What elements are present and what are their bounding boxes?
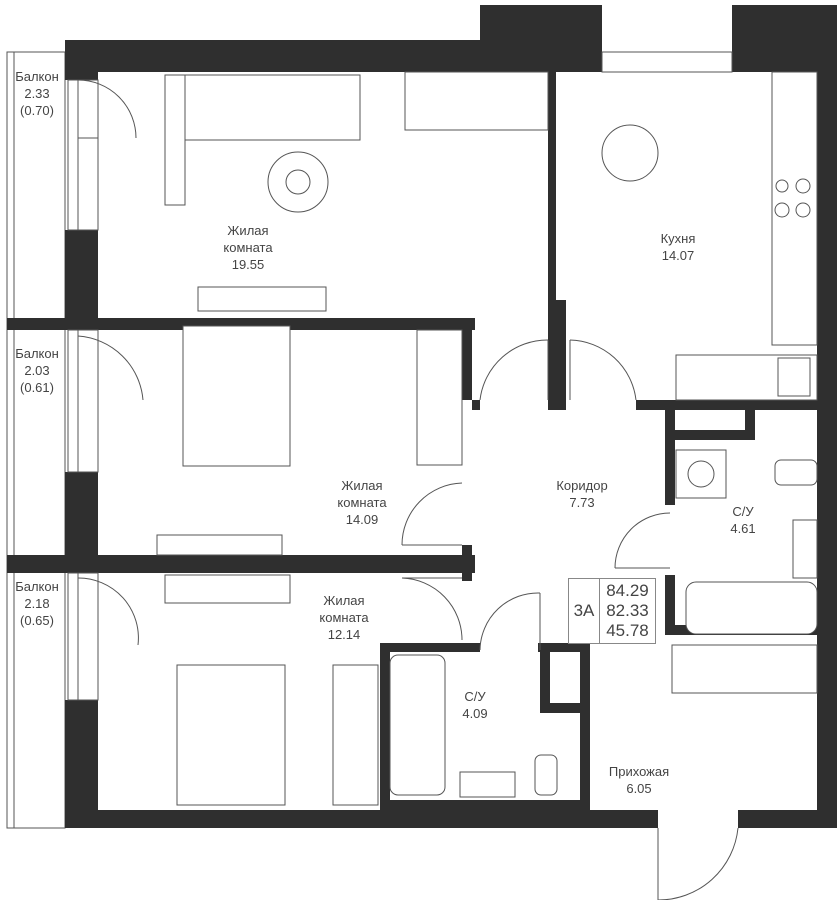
room-area: 4.09 xyxy=(462,706,488,721)
room-area-reduced: (0.70) xyxy=(20,103,54,118)
apartment-summary: 3А 84.29 82.33 45.78 xyxy=(568,578,656,644)
room-area: 4.61 xyxy=(730,521,756,536)
room-area: 7.73 xyxy=(569,495,595,510)
room-name: Коридор xyxy=(556,478,608,493)
room-label-bathroom-2: С/У 4.09 xyxy=(462,688,487,722)
walls xyxy=(7,5,837,828)
room-area-reduced: (0.61) xyxy=(20,380,54,395)
room-area: 12.14 xyxy=(327,627,361,642)
room-label-living-1: Жилая комната 19.55 xyxy=(223,222,272,273)
area-no-balcony: 82.33 xyxy=(606,601,649,620)
room-name: С/У xyxy=(464,689,486,704)
room-label-balcony-2: Балкон 2.03 (0.61) xyxy=(15,345,59,396)
room-area-reduced: (0.65) xyxy=(20,613,54,628)
room-area: 14.09 xyxy=(345,512,379,527)
doors xyxy=(77,79,739,900)
windows-left xyxy=(67,79,99,701)
room-area: 2.03 xyxy=(24,363,50,378)
room-name: комната xyxy=(223,240,273,255)
room-area: 14.07 xyxy=(661,248,695,263)
room-label-corridor: Коридор 7.73 xyxy=(556,477,607,511)
room-label-kitchen: Кухня 14.07 xyxy=(661,230,696,264)
room-name: Балкон xyxy=(15,579,59,594)
room-area: 6.05 xyxy=(626,781,652,796)
room-name: Балкон xyxy=(15,69,59,84)
apartment-type: 3А xyxy=(569,579,600,643)
room-name: комната xyxy=(337,495,387,510)
room-name: Жилая xyxy=(227,223,269,238)
balcony-outline xyxy=(6,51,66,829)
room-name: Балкон xyxy=(15,346,59,361)
room-name: комната xyxy=(319,610,369,625)
room-area: 2.33 xyxy=(24,86,50,101)
room-label-hallway: Прихожая 6.05 xyxy=(609,763,669,797)
room-area: 2.18 xyxy=(24,596,50,611)
room-name: С/У xyxy=(732,504,754,519)
furniture xyxy=(156,71,818,806)
room-label-bathroom-1: С/У 4.61 xyxy=(730,503,755,537)
total-area: 84.29 xyxy=(606,581,649,600)
window xyxy=(601,51,733,73)
room-name: Жилая xyxy=(323,593,365,608)
room-label-living-2: Жилая комната 14.09 xyxy=(337,477,386,528)
room-label-balcony-3: Балкон 2.18 (0.65) xyxy=(15,578,59,629)
room-name: Прихожая xyxy=(608,764,670,779)
room-name: Жилая xyxy=(341,478,383,493)
room-name: Кухня xyxy=(660,231,696,246)
room-label-living-3: Жилая комната 12.14 xyxy=(319,592,368,643)
living-area: 45.78 xyxy=(606,621,649,640)
room-area: 19.55 xyxy=(231,257,265,272)
room-label-balcony-1: Балкон 2.33 (0.70) xyxy=(15,68,59,119)
